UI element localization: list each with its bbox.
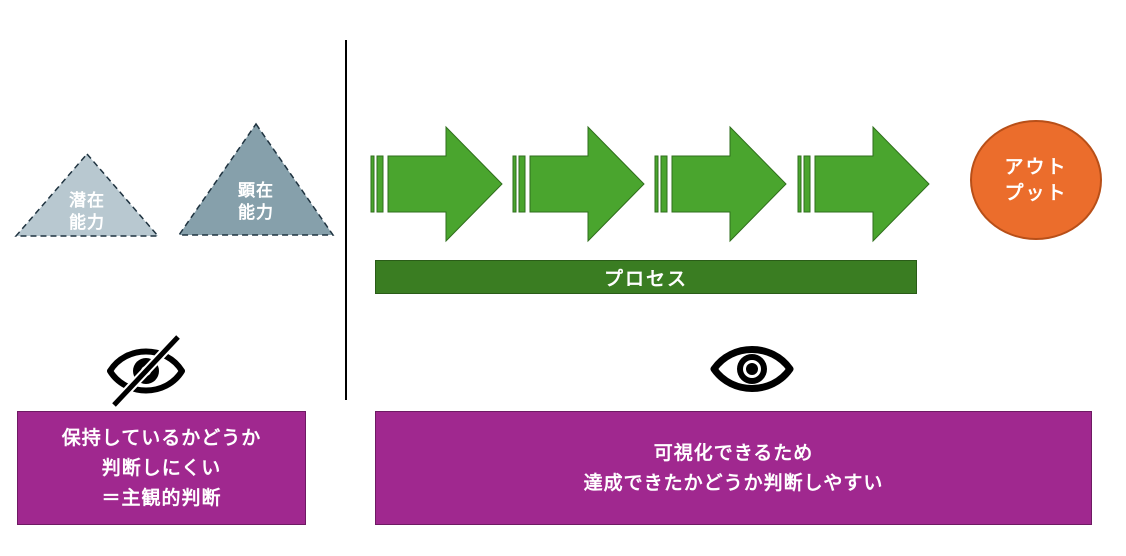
manifest-ability-label: 顕在 能力 <box>238 181 274 223</box>
left-box-line3: ＝主観的判断 <box>101 487 222 509</box>
output-circle: アウト プット <box>970 120 1102 240</box>
right-box-line1: 可視化できるため <box>653 442 814 464</box>
latent-ability-label: 潜在 能力 <box>69 191 105 233</box>
eye-slash-icon <box>107 333 185 409</box>
process-label: プロセス <box>603 267 688 290</box>
manifest-ability-triangle <box>177 122 335 236</box>
output-label-line1: アウト <box>1004 156 1068 178</box>
visible-judgment-box: 可視化できるため 達成できたかどうか判断しやすい <box>375 411 1092 525</box>
process-arrow-1 <box>370 125 503 243</box>
process-bar: プロセス <box>375 260 917 294</box>
subjective-judgment-box: 保持しているかどうか 判断しにくい ＝主観的判断 <box>17 411 306 525</box>
right-box-line2: 達成できたかどうか判断しやすい <box>583 472 884 494</box>
latent-ability-triangle <box>14 152 160 237</box>
process-arrow-2 <box>512 125 645 243</box>
output-label-line2: プット <box>1004 182 1068 204</box>
vertical-divider <box>345 40 347 400</box>
left-box-line1: 保持しているかどうか <box>61 427 262 449</box>
eye-icon <box>710 346 794 392</box>
process-arrow-4 <box>797 125 930 243</box>
left-box-line2: 判断しにくい <box>101 457 222 479</box>
process-arrow-3 <box>654 125 787 243</box>
